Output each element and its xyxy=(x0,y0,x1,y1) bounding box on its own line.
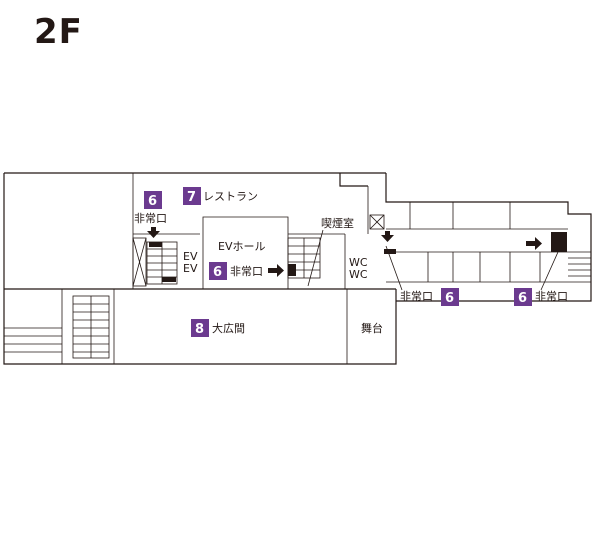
emergency-exit-label: 非常口 xyxy=(400,290,433,303)
exit-badge-number: 6 xyxy=(445,291,454,306)
arrow-right-icon xyxy=(268,264,284,277)
building-outline xyxy=(3,172,592,365)
restaurant-label: レストラン xyxy=(203,190,258,203)
ev-hall-label: EVホール xyxy=(218,240,265,253)
smoking-room-label: 喫煙室 xyxy=(321,216,354,230)
big-hall-label: 大広間 xyxy=(212,321,245,335)
arrow-down-icon xyxy=(381,231,394,242)
elevator-x-icon xyxy=(132,214,385,287)
exit-badge-number: 6 xyxy=(213,265,222,280)
emergency-exit-label: 非常口 xyxy=(535,290,568,303)
emergency-exit-label: 非常口 xyxy=(134,212,167,225)
interior-walls xyxy=(61,173,568,364)
emergency-exit-label: 非常口 xyxy=(230,265,263,278)
exit-badge xyxy=(441,288,459,306)
stairs-icon xyxy=(4,237,591,359)
leader-lines xyxy=(307,229,559,291)
big-hall-badge-number: 8 xyxy=(195,322,204,337)
exit-badge xyxy=(144,191,162,209)
exit-door-markers xyxy=(149,232,567,282)
wc-label: WC xyxy=(349,268,368,281)
restaurant-badge xyxy=(183,187,201,205)
wc-label: WC xyxy=(349,256,368,269)
arrow-down-icon xyxy=(147,227,160,238)
exit-badge-number: 6 xyxy=(518,291,527,306)
exit-badge xyxy=(514,288,532,306)
big-hall-badge xyxy=(191,319,209,337)
ev-label: EV xyxy=(183,250,198,263)
exit-badge xyxy=(209,262,227,280)
stage-label: 舞台 xyxy=(361,321,383,335)
exit-badge-number: 6 xyxy=(148,194,157,209)
ev-label: EV xyxy=(183,262,198,275)
restaurant-badge-number: 7 xyxy=(187,190,196,205)
arrow-right-icon xyxy=(526,237,542,250)
floor-title: 2F xyxy=(34,12,83,52)
